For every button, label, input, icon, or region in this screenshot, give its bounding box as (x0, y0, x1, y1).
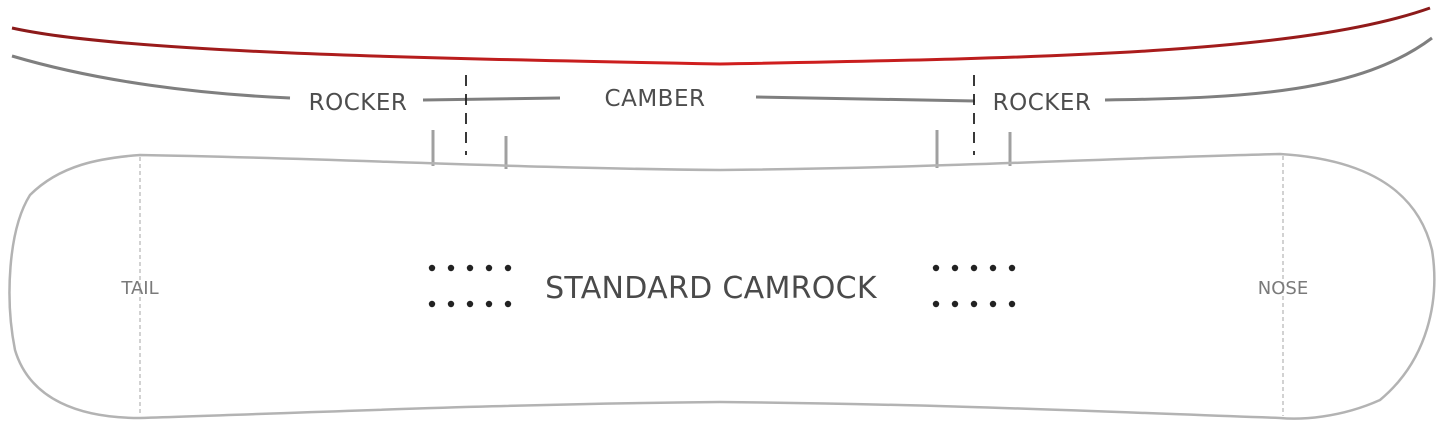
camber-profile-curve (11, 6, 1431, 66)
profile-name-label: STANDARD CAMROCK (545, 271, 878, 306)
tail-label: TAIL (120, 278, 158, 299)
front-binding-inserts (932, 264, 1016, 308)
board-outline (8, 152, 1436, 420)
nose-label: NOSE (1258, 278, 1308, 299)
camber-label: CAMBER (605, 86, 706, 112)
rocker-right-label: ROCKER (993, 90, 1092, 116)
rear-binding-inserts (428, 264, 512, 308)
rocker-profile-curve (11, 36, 1433, 103)
rocker-left-label: ROCKER (309, 90, 408, 116)
